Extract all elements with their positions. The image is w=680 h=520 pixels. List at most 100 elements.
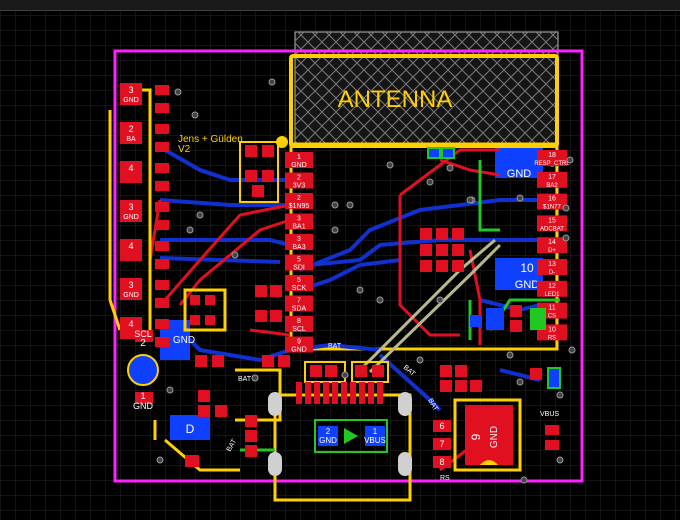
br-pin8: 8 xyxy=(439,457,444,467)
usb-gnd-label: GND xyxy=(319,436,337,445)
module-right-pin: 14D+ xyxy=(537,237,567,254)
pin-num: 15 xyxy=(548,217,556,224)
net-rs: RS xyxy=(440,475,450,482)
pin-name: RS xyxy=(548,335,556,341)
module-right-pins: 18RESP_CTRL17BA216$1N7715ADCBAT14D+13D-1… xyxy=(534,150,570,341)
pin-name: BA2 xyxy=(546,183,558,189)
module-right-pin: 13D- xyxy=(537,259,567,276)
pin-name: CS xyxy=(548,314,556,320)
gnd-top-label: GND xyxy=(507,168,532,180)
pin-num: 9 xyxy=(297,339,301,346)
pin-name: SDI xyxy=(293,265,305,272)
pin-num: 2 xyxy=(297,175,301,182)
pin-num: 18 xyxy=(548,152,556,159)
gnd-fill-mid xyxy=(495,258,543,290)
pin-num: 11 xyxy=(548,305,555,312)
gnd-mid-label: GND xyxy=(515,279,540,291)
pin-name: SDA xyxy=(292,306,307,313)
pin-num: 12 xyxy=(548,283,556,290)
br-pin6: 6 xyxy=(439,421,444,431)
pin-num: 7 xyxy=(297,298,301,305)
pin-num: 14 xyxy=(548,239,556,246)
header-pin-num: 3 xyxy=(128,85,133,95)
pin-name: SCK xyxy=(292,285,307,292)
header-pin-name: GND xyxy=(123,214,139,221)
header-pin-num: 4 xyxy=(128,241,133,251)
credit-line2: V2 xyxy=(178,144,191,155)
bl-d: D xyxy=(186,422,195,436)
gnd-fill-bottom xyxy=(170,415,210,440)
net-bat-1: BAT xyxy=(328,343,342,350)
pin-name: D- xyxy=(549,270,555,276)
pin-name: 3V3 xyxy=(293,183,306,190)
pin-num: 10 xyxy=(548,326,556,333)
antenna-hatch-top xyxy=(295,32,558,58)
header-pin-name: GND xyxy=(123,292,139,299)
right-mid-parts xyxy=(427,147,546,332)
bl-gnd-fill: GND xyxy=(173,335,195,346)
header-pin-num: 3 xyxy=(128,280,133,290)
antenna-label: ANTENNA xyxy=(338,86,453,113)
chip-num: 9 xyxy=(469,433,483,440)
pin-name: D+ xyxy=(548,248,556,254)
usb-vbus-num: 1 xyxy=(373,427,378,436)
gnd-fill-top xyxy=(495,148,543,178)
pin-name: $1N95 xyxy=(289,203,310,210)
usb-vbus-label: VBUS xyxy=(364,436,386,445)
header-pin-num: 4 xyxy=(128,163,133,173)
vias xyxy=(156,78,576,484)
module-left-pin: 2$1N95 xyxy=(285,193,313,210)
header-pin: 4 xyxy=(120,239,169,269)
credit-line1: Jens + Gülden xyxy=(178,134,243,145)
antenna-hatch xyxy=(295,58,558,144)
pin-num: 8 xyxy=(297,318,301,325)
pin-name: LED1 xyxy=(544,292,560,298)
pin-name: RESP_CTRL xyxy=(534,161,570,167)
header-pin-name: BA xyxy=(126,136,136,143)
br-pin7: 7 xyxy=(439,439,444,449)
pin-num: 5 xyxy=(297,257,301,264)
caps-top-left xyxy=(239,141,279,203)
board-outline xyxy=(113,49,584,483)
module-silk-top xyxy=(289,54,559,148)
pin-num: 3 xyxy=(297,216,301,223)
bl-p2: 2 xyxy=(140,338,146,349)
chip-gnd: GND xyxy=(489,426,500,448)
bl-p1: 1 xyxy=(140,391,145,401)
header-pin-num: 3 xyxy=(128,202,133,212)
pin-num: 2 xyxy=(297,195,301,202)
center-thermal-pads xyxy=(420,228,464,272)
header-pin: 4 xyxy=(120,161,169,191)
usb-gnd-num: 2 xyxy=(326,427,331,436)
pin10-label: 10 xyxy=(520,261,534,275)
pin-name: ADCBAT xyxy=(540,226,564,232)
header-pin-num: 4 xyxy=(128,319,133,329)
bl-gnd: GND xyxy=(133,401,154,411)
bottom-right-chip xyxy=(433,365,561,468)
header-pin: 2BA xyxy=(120,122,169,152)
usb-connector xyxy=(268,382,412,476)
bottom-left-components xyxy=(127,285,389,467)
pin-name: BA1 xyxy=(292,224,305,231)
bl-scl: SCL xyxy=(134,329,152,339)
net-vbus: VBUS xyxy=(540,411,559,418)
pin-name: GND xyxy=(291,162,307,169)
